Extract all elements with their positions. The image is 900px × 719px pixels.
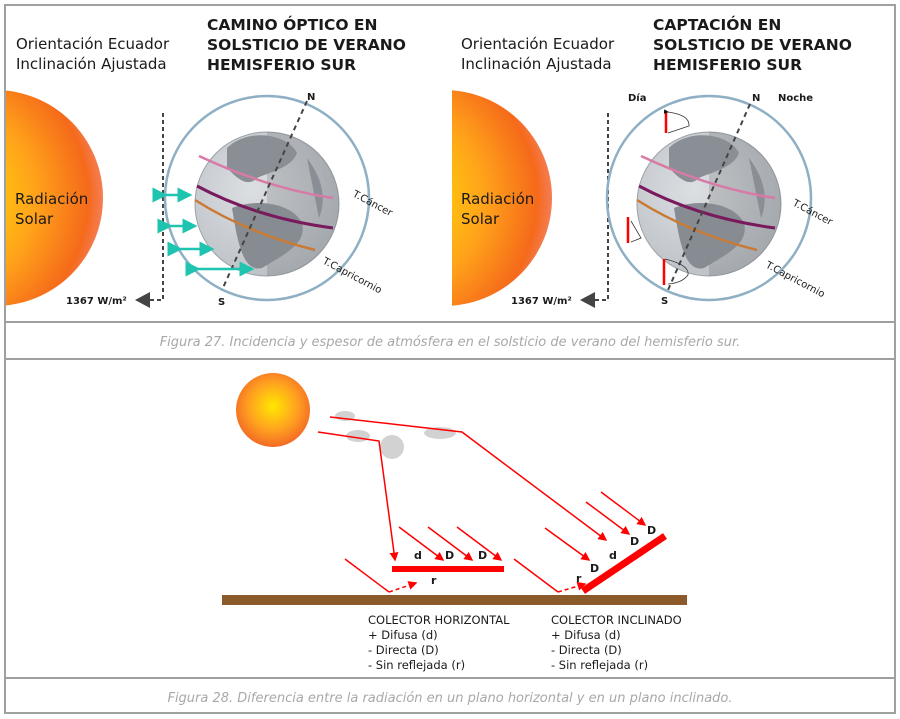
legend-line: - Sin reflejada (r) <box>368 658 465 672</box>
capricorn-label: T.Capricornio <box>320 255 384 296</box>
sun-icon <box>236 373 310 447</box>
sun-icon <box>6 90 103 306</box>
diffuse-label: d <box>609 549 617 562</box>
direct-label: D <box>647 524 656 537</box>
ground <box>222 595 687 605</box>
south-label: S <box>218 297 225 308</box>
subtitle: Orientación Ecuador <box>461 35 615 53</box>
panel-title: CAMINO ÓPTICO EN <box>207 15 378 34</box>
legend-title: COLECTOR HORIZONTAL <box>368 613 510 627</box>
subtitle: Inclinación Ajustada <box>16 55 167 73</box>
irradiance-label: 1367 W/m² <box>511 296 572 307</box>
legend-line: - Directa (D) <box>368 643 439 657</box>
day-label: Día <box>628 92 646 104</box>
panel-title: SOLSTICIO DE VERANO <box>653 36 852 54</box>
radiation-rays <box>317 416 647 593</box>
subtitle: Orientación Ecuador <box>16 35 170 53</box>
cloud-icon <box>335 411 456 459</box>
legend-line: + Difusa (d) <box>551 628 621 642</box>
figure28-diagram: d D D r D d D D r COLECTOR HORIZONTAL + … <box>222 373 687 672</box>
sun-label: Radiación <box>461 190 534 208</box>
direct-label: D <box>630 535 639 548</box>
figure28-caption: Figura 28. Diferencia entre la radiación… <box>167 691 732 706</box>
direct-label: D <box>478 549 487 562</box>
night-label: Noche <box>778 93 813 104</box>
south-label: S <box>661 296 668 307</box>
legend-line: - Directa (D) <box>551 643 622 657</box>
collector-angles <box>626 109 690 285</box>
irradiance-label: 1367 W/m² <box>66 296 127 307</box>
inclined-collector-legend: COLECTOR INCLINADO + Difusa (d) - Direct… <box>551 613 682 672</box>
sun-label: Solar <box>461 210 500 228</box>
figure27-right-panel: Orientación Ecuador Inclinación Ajustada… <box>452 15 852 308</box>
direct-label: D <box>590 562 599 575</box>
earth-axis <box>667 103 751 291</box>
cancer-label: T.Cáncer <box>350 188 396 220</box>
subtitle: Inclinación Ajustada <box>461 55 612 73</box>
incident-rays <box>152 187 255 277</box>
cancer-label: T.Cáncer <box>790 197 836 229</box>
north-label: N <box>307 92 315 103</box>
inclined-collector <box>581 533 667 594</box>
sun-label: Solar <box>15 210 54 228</box>
panel-title: HEMISFERIO SUR <box>653 56 802 74</box>
panel-title: CAPTACIÓN EN <box>653 15 781 34</box>
horizontal-collector <box>392 566 504 572</box>
earth-axis <box>221 100 308 291</box>
sun-icon <box>452 90 552 306</box>
panel-title: HEMISFERIO SUR <box>207 56 356 74</box>
sun-label: Radiación <box>15 190 88 208</box>
diffuse-label: d <box>414 549 422 562</box>
legend-title: COLECTOR INCLINADO <box>551 613 682 627</box>
arrow-left-icon <box>580 292 595 308</box>
arrow-left-icon <box>135 292 150 308</box>
reflected-label: r <box>431 574 437 587</box>
reflected-label: r <box>576 572 582 585</box>
capricorn-label: T.Capricornio <box>763 259 827 300</box>
figure27-caption: Figura 27. Incidencia y espesor de atmós… <box>160 335 741 350</box>
figure27-left-panel: Orientación Ecuador Inclinación Ajustada… <box>6 15 406 308</box>
horizontal-collector-legend: COLECTOR HORIZONTAL + Difusa (d) - Direc… <box>368 613 510 672</box>
panel-title: SOLSTICIO DE VERANO <box>207 36 406 54</box>
north-label: N <box>752 93 760 104</box>
direct-label: D <box>445 549 454 562</box>
legend-line: + Difusa (d) <box>368 628 438 642</box>
legend-line: - Sin reflejada (r) <box>551 658 648 672</box>
